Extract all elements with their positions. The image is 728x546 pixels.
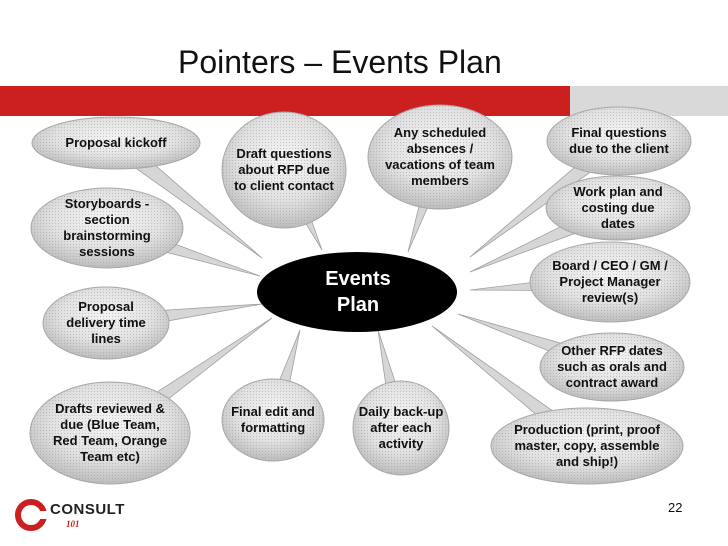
bubble-texture-scheduled-absences bbox=[368, 105, 512, 209]
logo-mark-icon bbox=[15, 499, 50, 531]
bubble-texture-daily-backup bbox=[353, 381, 449, 475]
bubble-texture-production bbox=[491, 408, 683, 484]
logo-subtext: 101 bbox=[66, 519, 80, 529]
bubble-texture-final-edit bbox=[222, 379, 324, 461]
callout-bubbles bbox=[29, 104, 692, 485]
bubble-texture-board-review bbox=[530, 242, 690, 322]
bubble-texture-proposal-delivery bbox=[43, 287, 169, 359]
bubble-texture-work-plan bbox=[546, 176, 690, 240]
center-line-2: Plan bbox=[336, 294, 380, 316]
page-number: 22 bbox=[668, 500, 683, 515]
bubble-texture-draft-questions bbox=[222, 112, 346, 228]
bubble-texture-other-rfp-dates bbox=[540, 333, 684, 401]
bubble-texture-drafts-reviewed bbox=[30, 382, 190, 484]
bubble-texture-proposal-kickoff bbox=[32, 117, 200, 169]
consult-logo: CONSULT 101 bbox=[14, 497, 124, 537]
bubble-texture-final-questions bbox=[547, 107, 691, 175]
page-title: Pointers – Events Plan bbox=[178, 44, 502, 80]
center-ellipse bbox=[257, 252, 457, 332]
bubble-texture-storyboards bbox=[31, 188, 183, 268]
center-line-1: Events bbox=[325, 268, 391, 290]
logo-text: CONSULT bbox=[50, 501, 125, 518]
center-label: Events Plan bbox=[258, 252, 458, 332]
